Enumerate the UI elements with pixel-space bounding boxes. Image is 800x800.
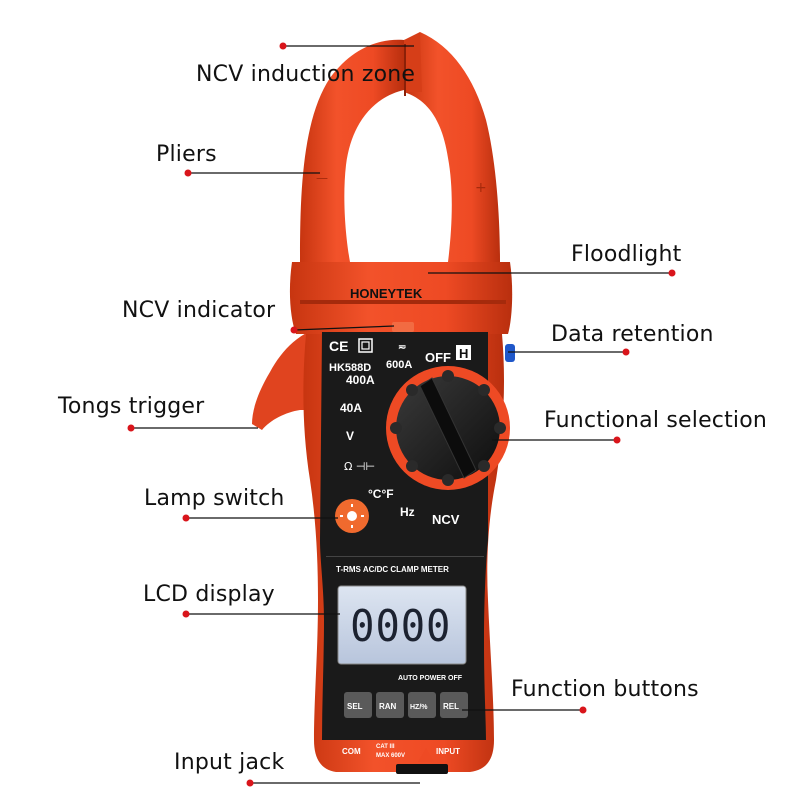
- banner-rule: [326, 556, 484, 557]
- model-number: HK588D: [329, 362, 371, 374]
- jack-cat-label: CAT III: [376, 744, 395, 750]
- ran-label: RAN: [379, 702, 397, 711]
- jack-input-label: INPUT: [436, 747, 460, 756]
- label-ncv-induction-zone: NCV induction zone: [196, 62, 416, 87]
- auto-power-off-text: AUTO POWER OFF: [398, 675, 463, 682]
- meter-banner: T-RMS AC/DC CLAMP METER: [336, 565, 449, 574]
- range-600a: 600A: [386, 359, 412, 371]
- range-ohm-diode: Ω ⊣⊢: [344, 460, 375, 473]
- input-jack-socket: [396, 764, 448, 774]
- label-lamp-switch: Lamp switch: [144, 486, 285, 511]
- jaw-minus-mark: —: [316, 171, 328, 185]
- label-data-retention: Data retention: [551, 322, 714, 347]
- ncv-indicator-lens: [392, 322, 414, 332]
- jack-com-label: COM: [342, 747, 361, 756]
- range-40a: 40A: [340, 401, 362, 415]
- function-button-row: [344, 692, 468, 718]
- label-ncv-indicator: NCV indicator: [122, 298, 276, 323]
- rel-label: REL: [443, 702, 459, 711]
- label-functional-selection: Functional selection: [544, 408, 768, 433]
- jaw-tip: [404, 32, 422, 92]
- sun-rays: [340, 504, 364, 528]
- collar-line: [300, 300, 506, 304]
- collar: [289, 262, 513, 334]
- leader-dots: [127, 42, 676, 787]
- leader-lines: [131, 45, 672, 784]
- range-400a: 400A: [346, 373, 375, 387]
- double-insulation-icon: [358, 338, 373, 353]
- range-volt: V: [346, 429, 354, 443]
- sel-label: SEL: [347, 702, 363, 711]
- label-pliers: Pliers: [156, 142, 217, 167]
- label-input-jack: Input jack: [174, 750, 285, 775]
- dial-acdc-mark: ≂: [398, 342, 406, 353]
- knob-pointer: [419, 377, 477, 479]
- hz-label: HZ/%: [410, 704, 428, 711]
- jaw-plus-mark: +: [475, 180, 487, 196]
- hold-key-box: [456, 345, 471, 360]
- ran-button[interactable]: [376, 692, 404, 718]
- data-hold-button[interactable]: [505, 344, 515, 362]
- jack-max-label: MAX 600V: [376, 753, 405, 759]
- clamp-jaw: [300, 39, 404, 263]
- ce-mark: CE: [329, 338, 348, 354]
- range-temp: °C°F: [368, 487, 394, 501]
- clamp-jaw-right: [404, 32, 500, 262]
- lcd-readout: 0000: [350, 601, 452, 652]
- label-floodlight: Floodlight: [571, 242, 682, 267]
- range-ncv: NCV: [432, 512, 460, 527]
- range-off: OFF: [425, 350, 451, 365]
- label-function-buttons: Function buttons: [511, 677, 699, 702]
- label-lcd-display: LCD display: [143, 582, 275, 607]
- rel-button[interactable]: [440, 692, 468, 718]
- lcd-screen: [337, 585, 467, 665]
- warning-triangle-icon: [418, 748, 434, 762]
- sel-button[interactable]: [344, 692, 372, 718]
- knob-ridges: [390, 370, 506, 486]
- hold-key: H: [459, 346, 468, 361]
- label-tongs-trigger: Tongs trigger: [58, 394, 205, 419]
- hz-button[interactable]: [408, 692, 436, 718]
- brand-logo-text: HONEYTEK: [350, 286, 423, 301]
- leader-ncv-indicator: [293, 325, 395, 331]
- range-hz: Hz: [400, 505, 415, 519]
- sun-icon: [347, 511, 357, 521]
